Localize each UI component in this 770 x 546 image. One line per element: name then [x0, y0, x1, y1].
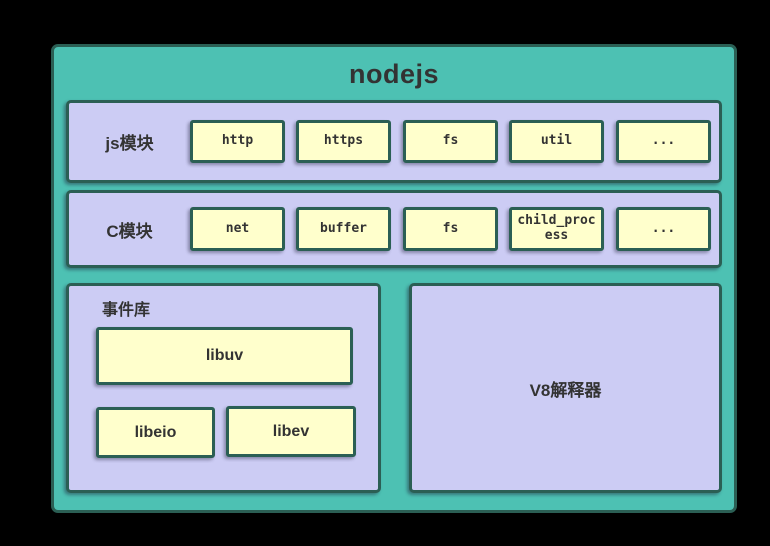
module-box-net: net — [190, 207, 285, 251]
lib-box-libeio: libeio — [96, 407, 215, 458]
c-modules-panel: C模块 net buffer fs child_process ... — [66, 190, 722, 268]
module-box-fs-js: fs — [403, 120, 498, 163]
module-box-util: util — [509, 120, 604, 163]
c-modules-label: C模块 — [106, 221, 153, 241]
lib-box-libev: libev — [226, 406, 356, 457]
module-box-buffer: buffer — [296, 207, 391, 251]
lib-box-libuv: libuv — [96, 327, 353, 385]
module-box-http: http — [190, 120, 285, 163]
module-box-https: https — [296, 120, 391, 163]
js-modules-panel: js模块 http https fs util ... — [66, 100, 722, 183]
module-box-c-ellipsis: ... — [616, 207, 711, 251]
nodejs-title: nodejs — [348, 59, 439, 89]
js-modules-label: js模块 — [105, 134, 154, 153]
module-box-child-process: child_process — [509, 207, 604, 251]
v8-interpreter-panel: V8解释器 — [409, 283, 722, 493]
event-library-label: 事件库 — [102, 302, 151, 319]
nodejs-container: nodejs js模块 http https fs util ... C模块 n… — [51, 44, 737, 513]
module-box-fs-c: fs — [403, 207, 498, 251]
event-library-panel: 事件库 libuv libeio libev — [66, 283, 381, 493]
v8-interpreter-label: V8解释器 — [529, 380, 602, 400]
module-box-js-ellipsis: ... — [616, 120, 711, 163]
